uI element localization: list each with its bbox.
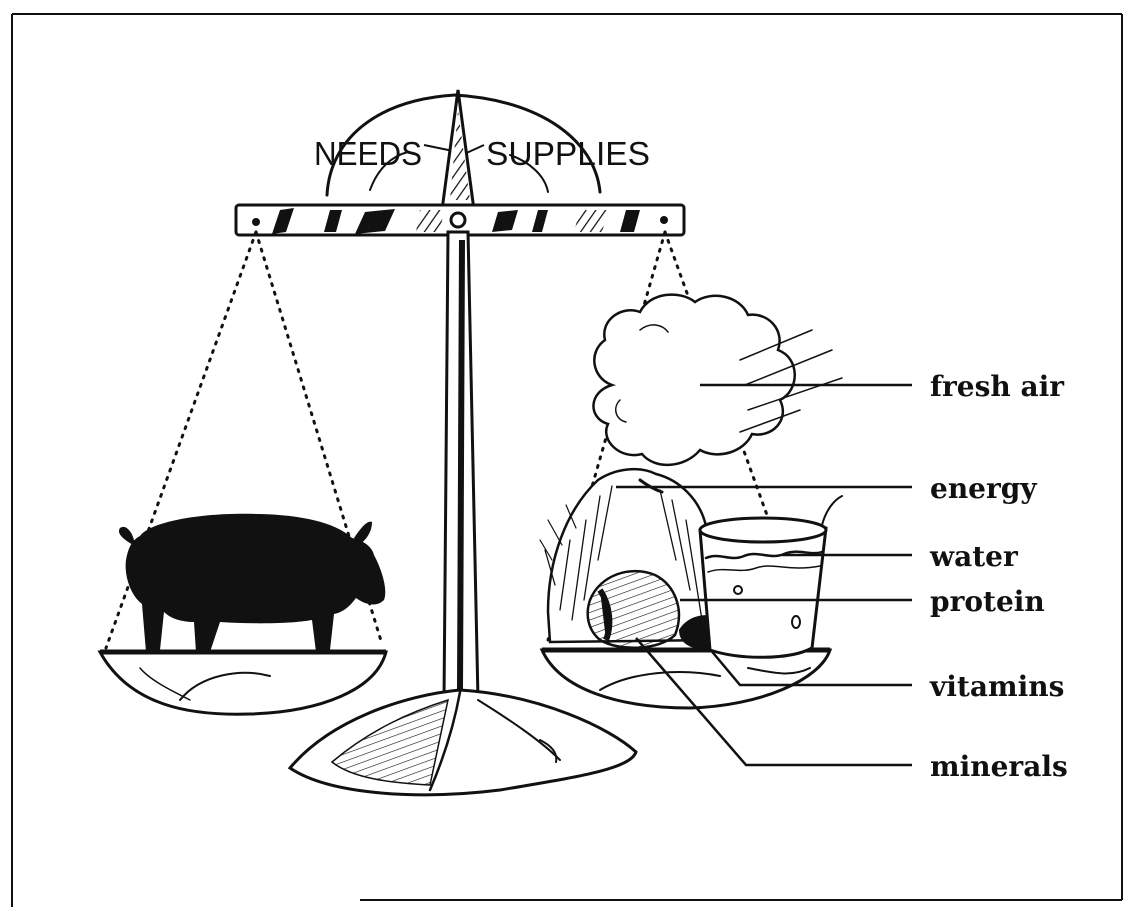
scale-base [290,690,636,795]
supplies-label: SUPPLIES [486,135,650,172]
supply-labels: fresh air energy water protein vitamins … [929,370,1068,783]
right-pan [542,650,830,708]
scale-post [444,232,478,700]
label-water: water [929,540,1019,573]
fresh-air-cloud [593,295,842,465]
scale-dial: NEEDS SUPPLIES [314,95,650,195]
label-energy: energy [930,472,1037,505]
label-vitamins: vitamins [929,670,1064,703]
label-protein: protein [930,585,1045,618]
water-glass [700,496,842,657]
needs-label: NEEDS [314,135,422,172]
label-fresh-air: fresh air [930,370,1065,403]
pig-silhouette [119,514,385,652]
left-pan [100,652,386,714]
label-minerals: minerals [930,750,1068,783]
